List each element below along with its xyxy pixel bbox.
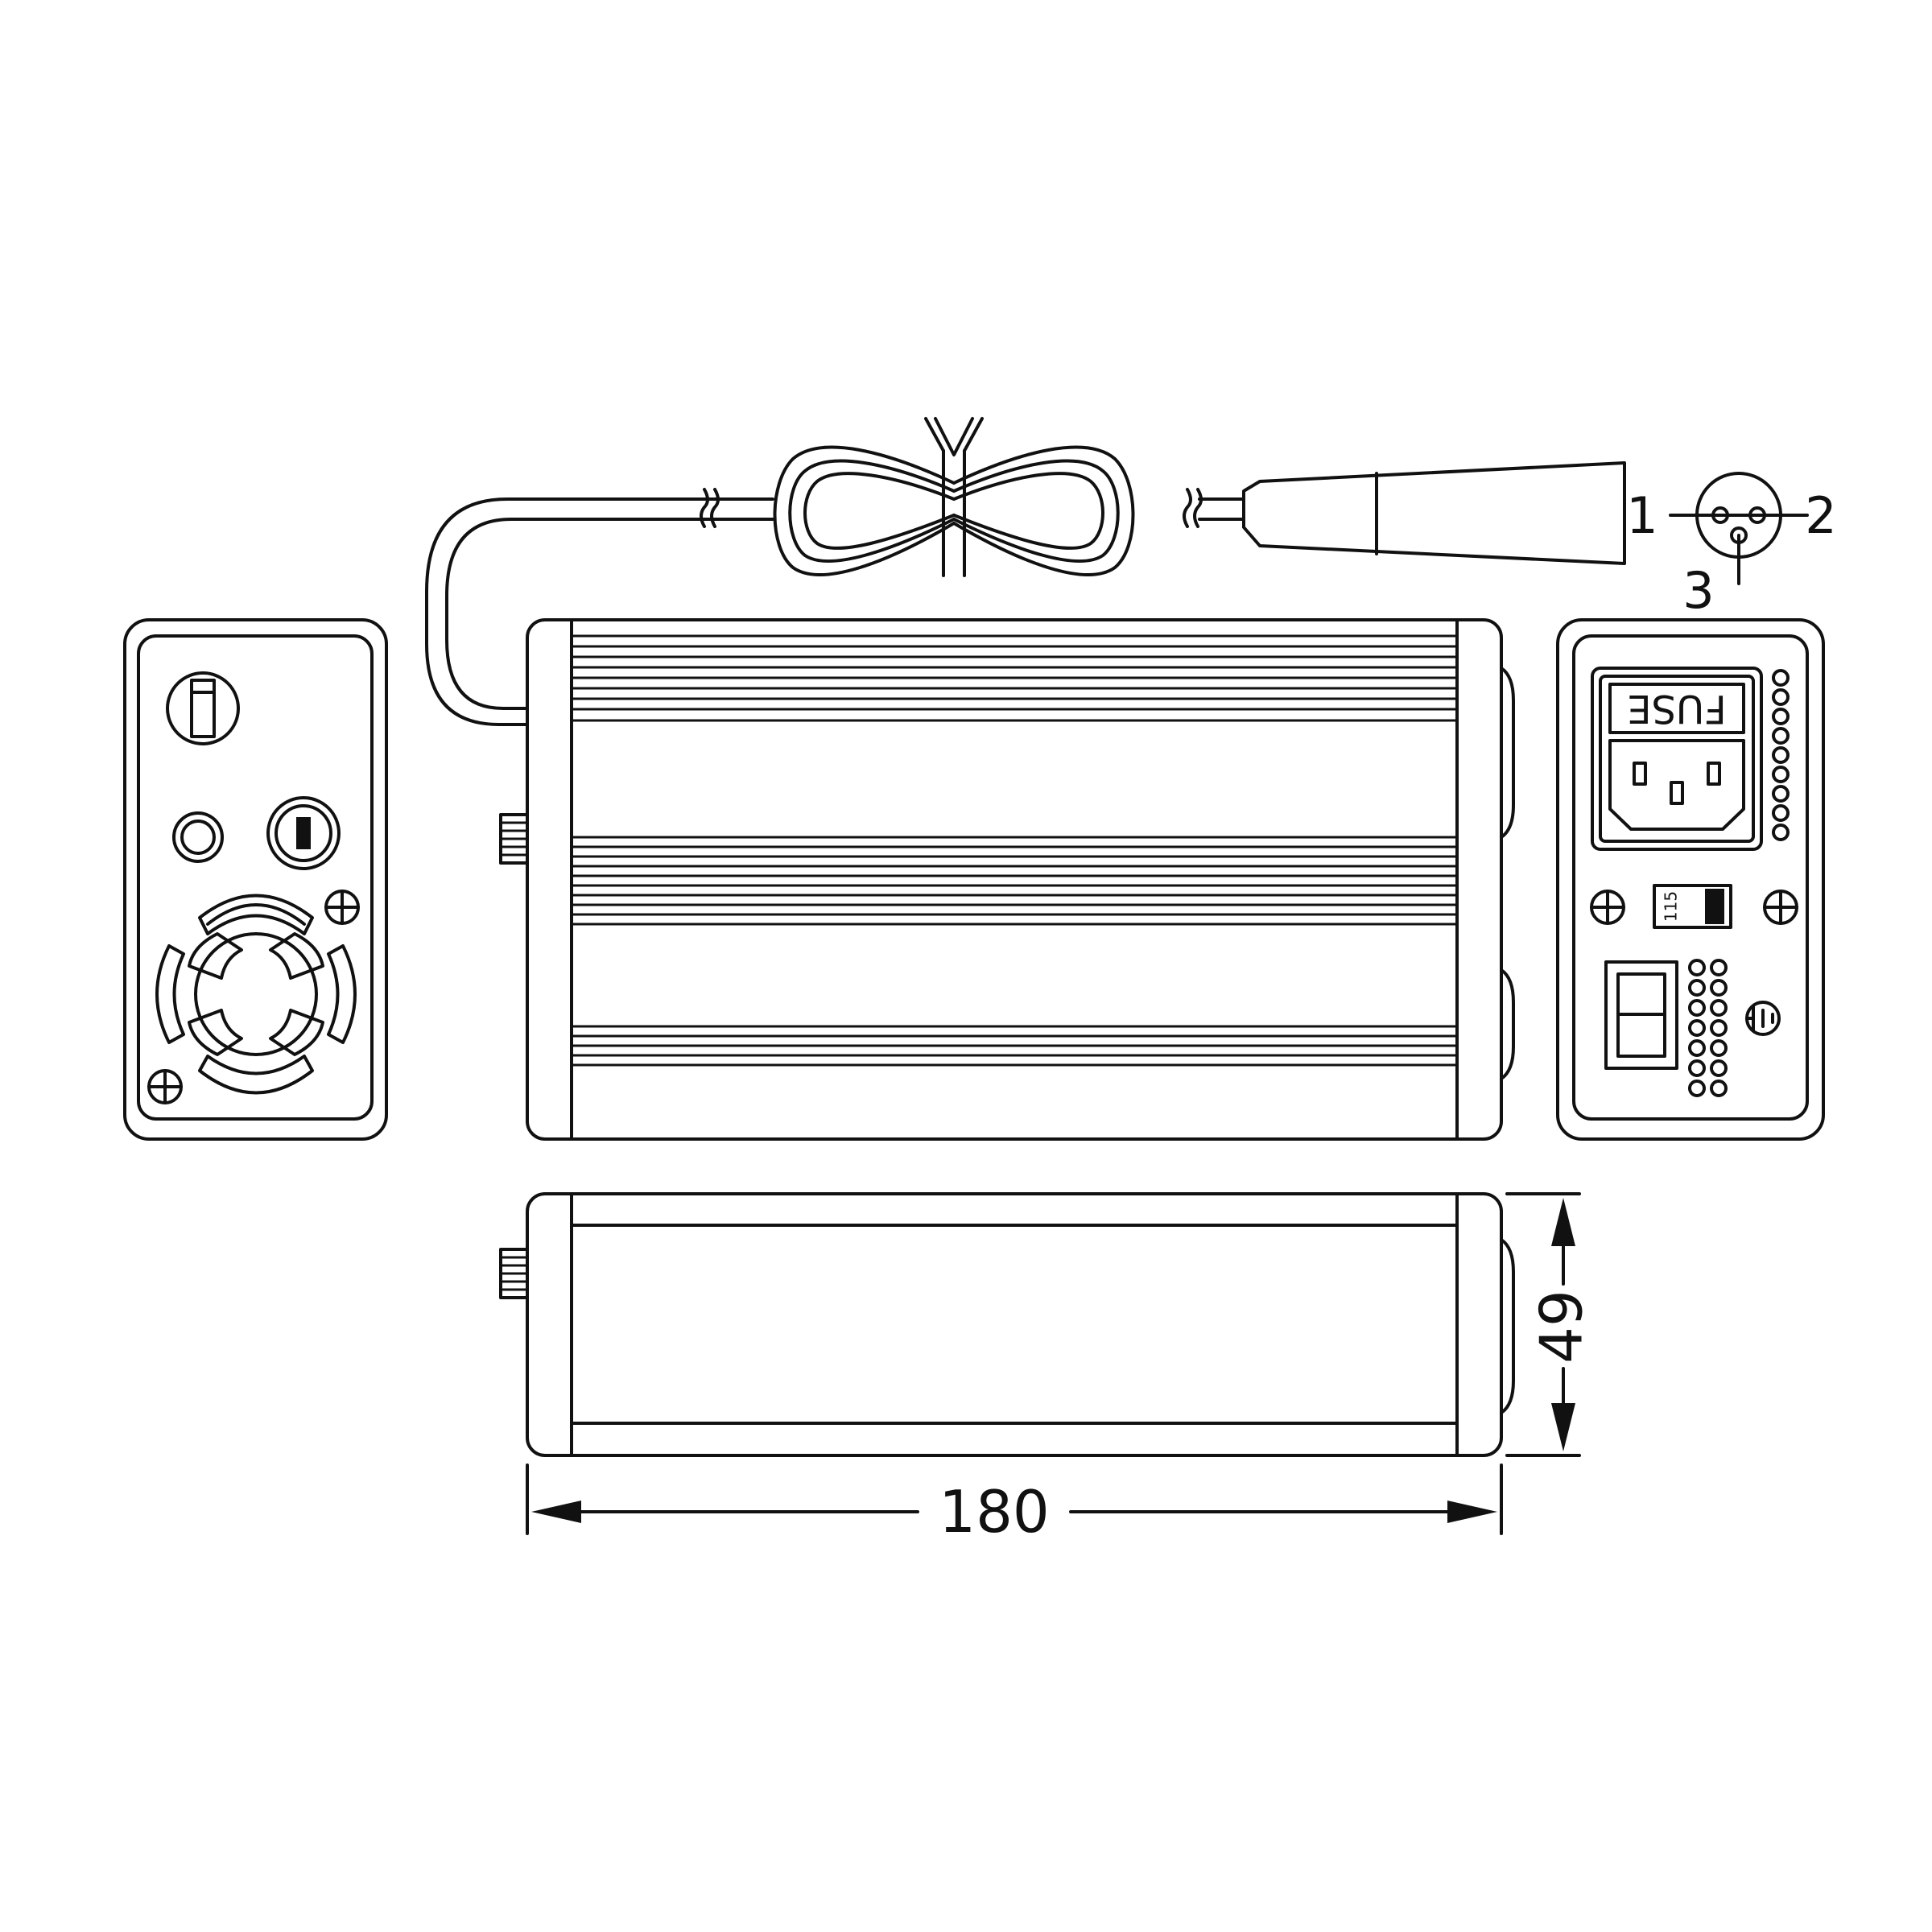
length-dimension-label: 180	[939, 1478, 1049, 1546]
ac-inlet-icon: FUSE	[1591, 667, 1763, 851]
front-panel	[123, 618, 388, 1141]
pin-1-label: 1	[1626, 486, 1657, 545]
height-dimension-label: 49	[1528, 1290, 1596, 1364]
rear-panel: FUSE 1	[1556, 618, 1825, 1141]
screw-icon	[324, 890, 360, 925]
side-gland-icon	[499, 813, 529, 865]
voltage-label: 115	[1662, 891, 1681, 922]
connector-pinout: 1 2 3	[1626, 472, 1837, 620]
screw-icon	[147, 1069, 183, 1104]
dimension-length: 180	[526, 1463, 1503, 1546]
xlr-plug	[1242, 461, 1626, 565]
ground-symbol-icon	[1745, 1001, 1781, 1036]
power-switch-icon	[166, 671, 240, 745]
charger-body-side-view	[499, 1192, 1515, 1457]
led-indicator-icon	[172, 811, 224, 863]
coiled-cable	[773, 417, 1135, 577]
screw-icon	[1763, 890, 1798, 925]
fuse-label: FUSE	[1627, 686, 1727, 731]
heatsink-ribs	[572, 634, 1457, 1067]
cable-gland-icon	[266, 796, 341, 870]
pin-2-label: 2	[1805, 486, 1836, 545]
dimension-height: 49	[1505, 1192, 1596, 1457]
vent-holes	[1772, 669, 1790, 841]
screw-icon	[1590, 890, 1625, 925]
rocker-switch-icon	[1604, 960, 1678, 1070]
vent-holes-grid	[1688, 959, 1728, 1097]
fan-grille-icon	[155, 894, 357, 1095]
output-cable	[425, 488, 1245, 726]
side-gland-icon	[499, 1248, 529, 1299]
voltage-selector-switch: 115	[1653, 884, 1732, 929]
pin-3-label: 3	[1682, 561, 1714, 620]
charger-body-top-view	[499, 618, 1515, 1141]
